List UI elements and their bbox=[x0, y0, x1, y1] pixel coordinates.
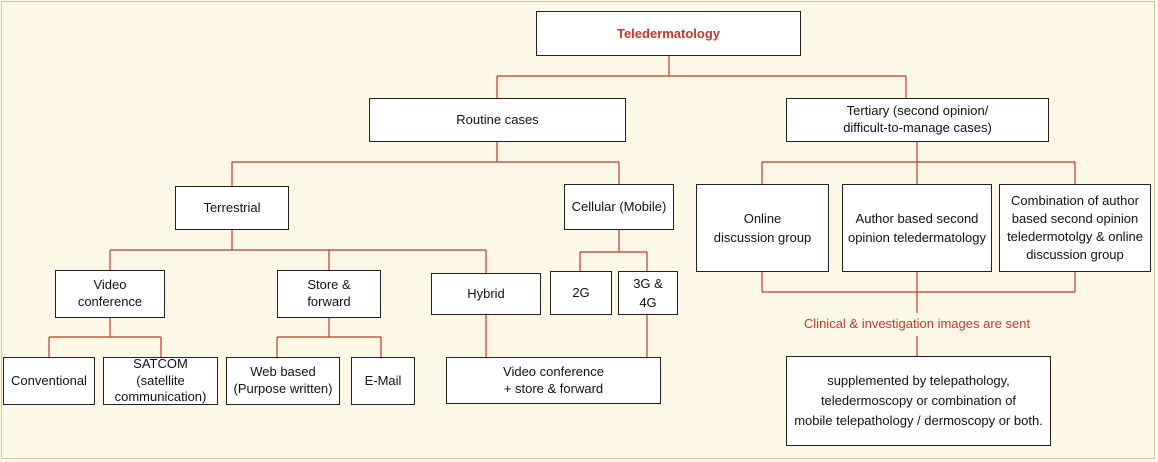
node-web-based: Web based (Purpose written) bbox=[226, 357, 340, 405]
node-satcom: SATCOM (satellite communication) bbox=[103, 356, 218, 405]
node-email: E-Mail bbox=[351, 357, 415, 405]
label-images-sent: Clinical & investigation images are sent bbox=[803, 316, 1031, 331]
node-video-store-forward: Video conference + store & forward bbox=[446, 357, 661, 404]
node-supplemented: supplemented by telepathology, teledermo… bbox=[786, 356, 1051, 446]
node-terrestrial: Terrestrial bbox=[175, 186, 289, 230]
node-online-discussion: Online discussion group bbox=[696, 184, 829, 272]
node-conventional: Conventional bbox=[3, 357, 95, 405]
node-tertiary: Tertiary (second opinion/ difficult-to-m… bbox=[786, 98, 1049, 142]
node-combination: Combination of author based second opini… bbox=[999, 184, 1151, 272]
node-author-second-opinion: Author based second opinion teledermatol… bbox=[842, 184, 992, 272]
node-teledermatology: Teledermatology bbox=[536, 11, 801, 56]
node-video-conference: Video conference bbox=[55, 270, 165, 318]
node-store-forward: Store & forward bbox=[277, 270, 381, 318]
node-3g-4g: 3G & 4G bbox=[618, 271, 678, 315]
node-hybrid: Hybrid bbox=[431, 273, 541, 315]
node-cellular: Cellular (Mobile) bbox=[564, 184, 674, 230]
node-routine-cases: Routine cases bbox=[369, 98, 626, 142]
node-2g: 2G bbox=[550, 271, 612, 315]
